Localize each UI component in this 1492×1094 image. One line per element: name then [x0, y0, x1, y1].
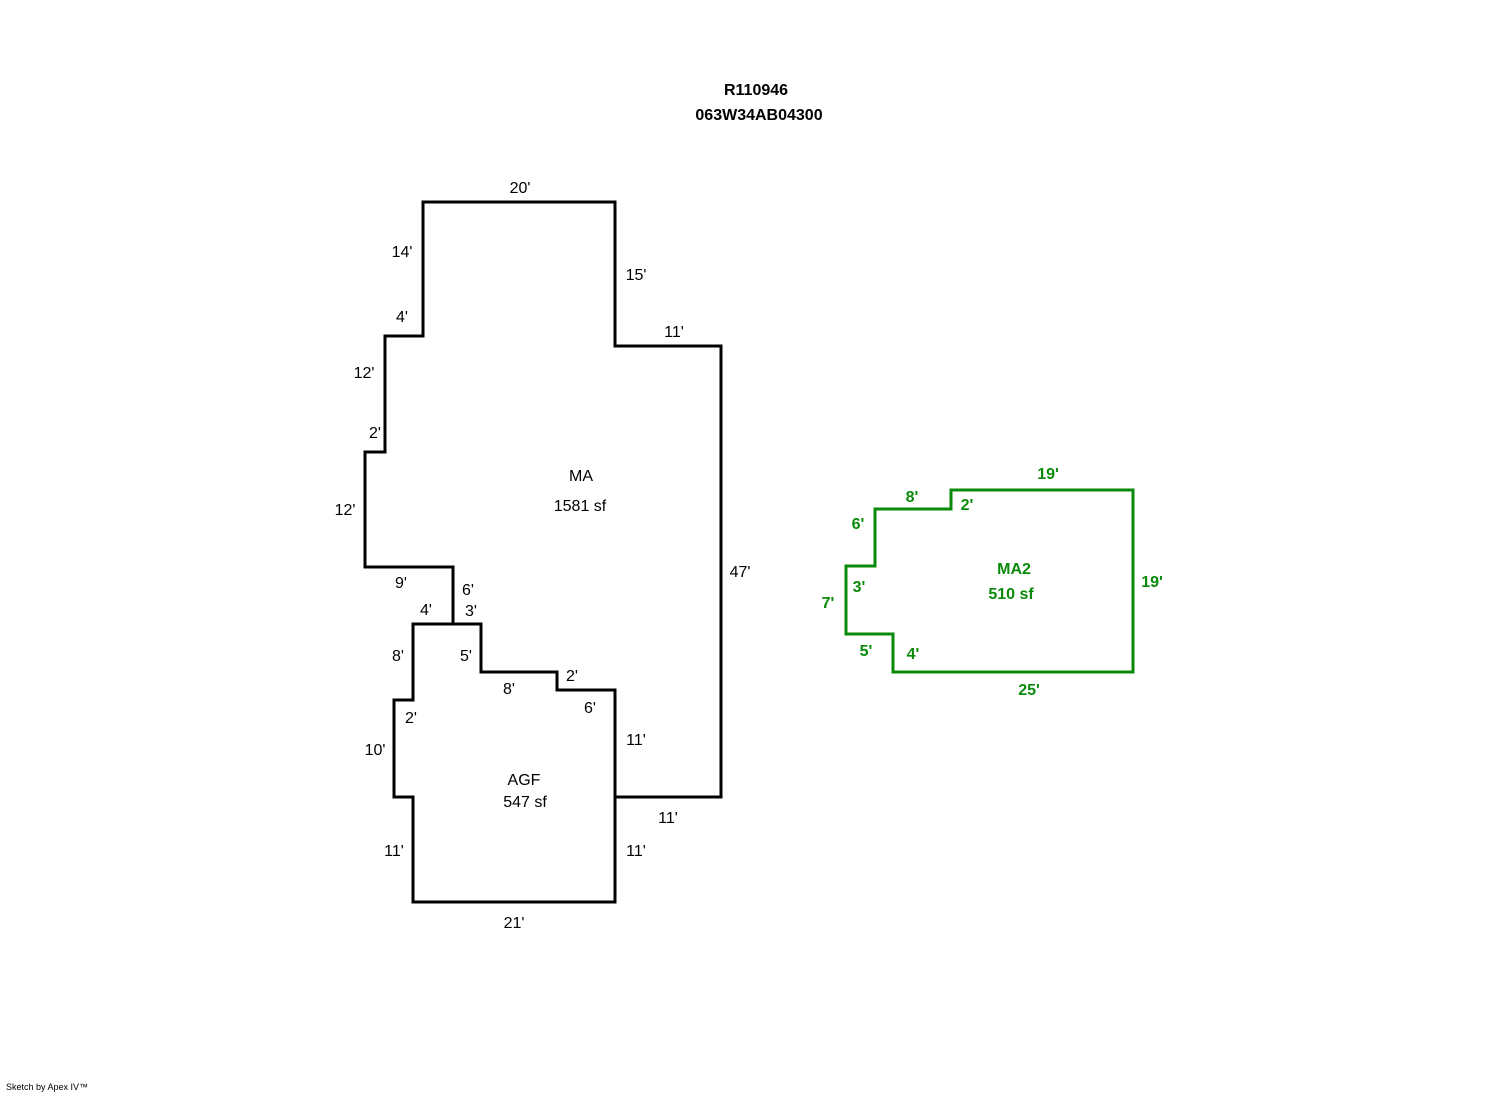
ma-dimensions: 20' 15' 11' 47' 11' 11' 6' 2' 8' 5' 3' 6… [335, 180, 751, 827]
dim-label: 5' [460, 648, 472, 665]
dim-label: 12' [335, 502, 356, 519]
dim-label: 4' [420, 602, 432, 619]
ma-label: MA [569, 468, 593, 485]
dim-label: 20' [510, 180, 531, 197]
dim-label: 11' [664, 324, 684, 341]
dim-label: 8' [392, 648, 404, 665]
dim-label: 11' [384, 843, 404, 860]
dim-label: 19' [1037, 466, 1059, 483]
dim-label: 3' [465, 603, 477, 620]
dim-label: 19' [1141, 574, 1163, 591]
dim-label: 6' [852, 516, 865, 533]
dim-label: 9' [395, 575, 407, 592]
dim-label: 4' [907, 646, 920, 663]
ma-area: 1581 sf [554, 498, 607, 515]
dim-label: 14' [392, 244, 413, 261]
ma-outline [363, 200, 723, 799]
agf-outline [392, 622, 617, 904]
dim-label: 21' [504, 915, 525, 932]
dim-label: 2' [405, 710, 417, 727]
dim-label: 4' [396, 309, 408, 326]
dim-label: 47' [730, 564, 751, 581]
dim-label: 25' [1018, 682, 1040, 699]
agf-dimensions: 8' 2' 10' 11' 21' 11' [365, 648, 646, 932]
dim-label: 2' [369, 425, 381, 442]
dim-label: 10' [365, 742, 386, 759]
dim-label: 6' [462, 582, 474, 599]
ma2-label: MA2 [997, 561, 1031, 578]
agf-label: AGF [508, 772, 541, 789]
map-tax-lot: 063W34AB04300 [695, 107, 822, 124]
ma2-dimensions: 19' 19' 25' 4' 5' 7' 3' 6' 8' 2' [822, 466, 1163, 699]
dim-label: 15' [626, 267, 647, 284]
ma2-outline [844, 488, 1135, 674]
dim-label: 2' [566, 668, 578, 685]
dim-label: 2' [961, 497, 974, 514]
account-number: R110946 [724, 82, 788, 99]
dim-label: 3' [853, 579, 866, 596]
dim-label: 12' [354, 365, 375, 382]
ma2-area: 510 sf [988, 586, 1034, 603]
dim-label: 11' [626, 732, 646, 749]
dim-label: 11' [658, 810, 678, 827]
dim-label: 8' [503, 681, 515, 698]
dim-label: 11' [626, 843, 646, 860]
dim-label: 7' [822, 595, 835, 612]
agf-area: 547 sf [503, 794, 547, 811]
sketch-credit: Sketch by Apex IV™ [6, 1082, 89, 1092]
dim-label: 8' [906, 489, 919, 506]
dim-label: 6' [584, 700, 596, 717]
dim-label: 5' [860, 643, 873, 660]
